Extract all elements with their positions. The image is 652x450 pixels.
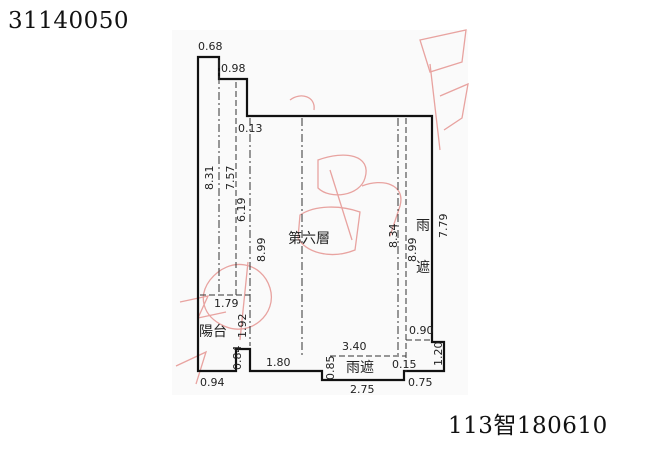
dim-balcony-h: 1.92 [236,314,249,339]
dim-right-small-w: 0.90 [409,324,434,337]
outer-wall [196,55,446,382]
dim-left-h: 8.31 [203,166,216,191]
dim-step-offset: 0.13 [238,122,263,135]
dim-right-small-h: 1.20 [432,342,445,367]
canopy-bottom-label: 雨遮 [346,360,374,376]
reference-number: 113智180610 [448,413,608,439]
dim-notch-h: 0.84 [231,346,244,371]
dim-bottom-right-w: 0.75 [408,376,433,389]
dim-main-h: 8.99 [255,238,268,263]
canopy-side-label-1: 雨 [416,218,430,234]
dim-canopy-bottom-w: 2.75 [350,383,375,396]
dim-balcony-w: 1.79 [214,297,239,310]
dim-canopy-w: 3.40 [342,340,367,353]
dim-right-inner-h: 8.34 [387,224,400,249]
floor-label: 第六層 [288,230,330,247]
dim-right-total-h: 7.79 [437,214,450,239]
dim-top-step-w: 0.98 [221,62,246,75]
dim-left-inner-h: 7.57 [224,166,237,191]
dim-right-inner2-h: 8.99 [406,238,419,263]
dim-top-left-w: 0.68 [198,40,223,53]
dim-bottom-left-w: 0.94 [200,376,225,389]
canopy-outline [330,355,407,372]
watermark-stamp [175,29,469,385]
dim-canopy-gap: 0.15 [392,358,417,371]
canopy-side-label-2: 遮 [416,260,430,276]
dim-canopy-h: 0.85 [324,356,337,381]
dim-bottom-mid-w: 1.80 [266,356,291,369]
document-id: 31140050 [8,8,130,34]
dim-left-inner2-h: 6.19 [235,198,248,223]
balcony-label: 陽台 [199,324,227,340]
plan-sheet [172,30,468,395]
